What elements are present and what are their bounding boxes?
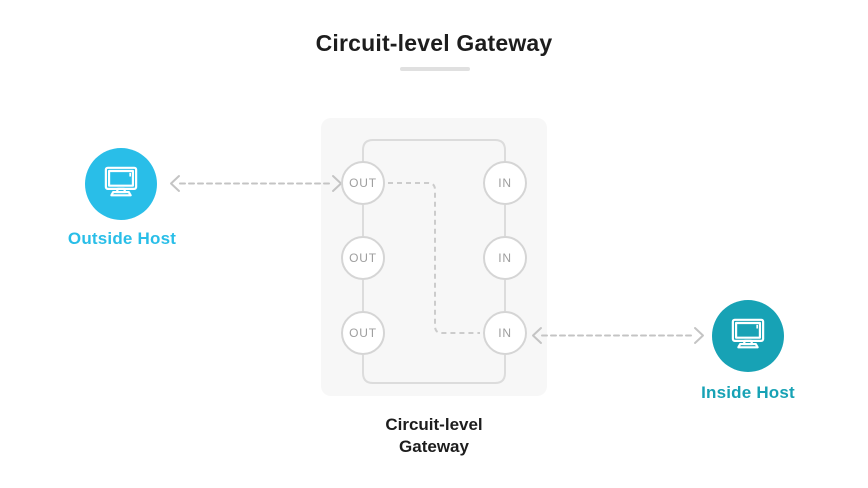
title-underline xyxy=(400,67,470,71)
gateway-caption-line2: Gateway xyxy=(399,437,469,456)
gateway-out-port-3: OUT xyxy=(341,311,385,355)
gateway-in-port-2: IN xyxy=(483,236,527,280)
gateway-caption: Circuit-level Gateway xyxy=(0,414,868,458)
gateway-out-port-2: OUT xyxy=(341,236,385,280)
gateway-in-port-3: IN xyxy=(483,311,527,355)
inside-host-label: Inside Host xyxy=(701,383,795,402)
inside-host-avatar xyxy=(712,300,784,372)
monitor-icon xyxy=(726,312,770,361)
page-title: Circuit-level Gateway xyxy=(315,30,553,56)
outside-host-avatar xyxy=(85,148,157,220)
monitor-icon xyxy=(99,160,143,209)
gateway-solid-connectors xyxy=(362,139,506,384)
gateway-in-port-1: IN xyxy=(483,161,527,205)
gateway-caption-line1: Circuit-level xyxy=(385,415,483,434)
gateway-inside-arrow xyxy=(532,327,704,344)
circuit-route-dashed xyxy=(388,182,480,334)
gateway-out-port-1: OUT xyxy=(341,161,385,205)
outside-host-label: Outside Host xyxy=(67,229,177,248)
outside-gateway-arrow xyxy=(170,175,342,192)
